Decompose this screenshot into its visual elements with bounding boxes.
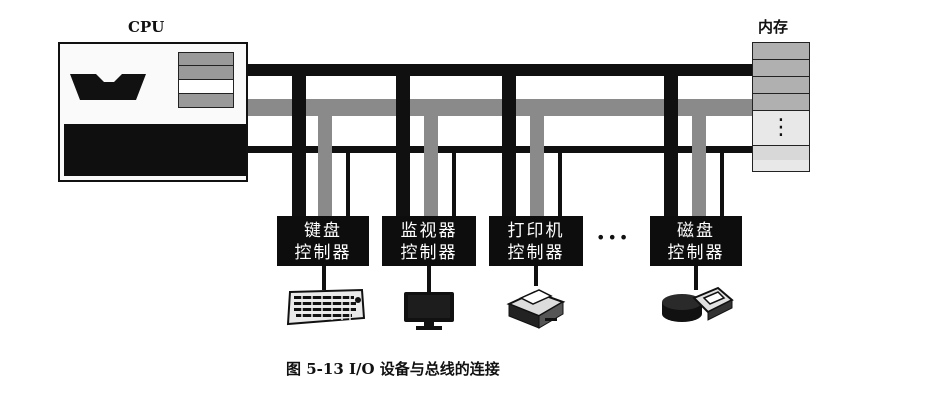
connector-black [664, 76, 678, 216]
memory-box: ⋮ [752, 42, 810, 172]
connector-thin [720, 153, 724, 216]
monitor-controller: 监视器 控制器 [382, 216, 476, 266]
disk-drive-icon [662, 286, 734, 322]
bus-line-bottom [248, 146, 752, 153]
cpu-control-unit [64, 124, 246, 176]
figure-caption: 图 5-13 I/O 设备与总线的连接 [286, 360, 500, 378]
connector-gray [424, 116, 438, 216]
controller-label-line2: 控制器 [294, 243, 352, 263]
bus-line-top [248, 64, 752, 76]
cpu-label: CPU [128, 18, 165, 36]
controller-label-line1: 监视器 [400, 221, 458, 241]
device-link [694, 266, 698, 290]
bus-line-middle [248, 99, 752, 116]
connector-thin [558, 153, 562, 216]
connector-black [502, 76, 516, 216]
controller-label-line2: 控制器 [667, 243, 725, 263]
disk-controller: 磁盘 控制器 [650, 216, 742, 266]
cpu-box [58, 42, 248, 182]
connector-thin [452, 153, 456, 216]
connector-thin [346, 153, 350, 216]
device-link [322, 266, 326, 290]
controller-label-line1: 磁盘 [677, 221, 715, 241]
controller-label-line2: 控制器 [507, 243, 565, 263]
connector-gray [318, 116, 332, 216]
keyboard-icon [286, 288, 366, 326]
connector-gray [530, 116, 544, 216]
connector-black [292, 76, 306, 216]
alu-icon [70, 74, 146, 100]
printer-icon [506, 289, 566, 329]
device-link [534, 266, 538, 286]
device-link [427, 266, 431, 292]
connector-black [396, 76, 410, 216]
controller-label-line1: 打印机 [507, 221, 565, 241]
controller-label-line2: 控制器 [400, 243, 458, 263]
keyboard-controller: 键盘 控制器 [277, 216, 369, 266]
cpu-registers [178, 52, 234, 112]
controller-label-line1: 键盘 [304, 221, 342, 241]
printer-controller: 打印机 控制器 [489, 216, 583, 266]
memory-label: 内存 [758, 18, 789, 36]
connector-gray [692, 116, 706, 216]
controller-ellipsis: ••• [596, 228, 631, 247]
monitor-icon [404, 292, 454, 330]
memory-ellipsis: ⋮ [753, 111, 809, 146]
